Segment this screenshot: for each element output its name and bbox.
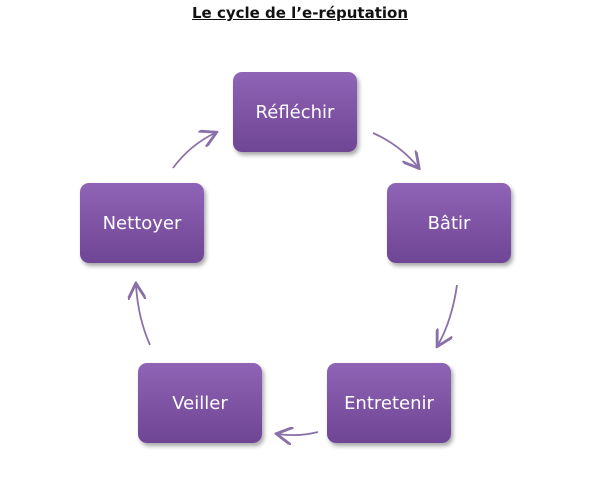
arrow-nettoyer-to-reflechir — [172, 133, 215, 169]
diagram-title: Le cycle de l’e-réputation — [192, 4, 408, 22]
step-veiller: Veiller — [138, 363, 262, 443]
arrow-reflechir-to-batir — [372, 132, 418, 167]
step-reflechir: Réfléchir — [233, 72, 357, 152]
arrow-veiller-to-nettoyer — [136, 285, 151, 346]
arrow-entretenir-to-veiller — [278, 432, 319, 435]
step-entretenir: Entretenir — [327, 363, 451, 443]
step-batir: Bâtir — [387, 183, 511, 263]
arrow-batir-to-entretenir — [438, 284, 458, 345]
step-nettoyer: Nettoyer — [80, 183, 204, 263]
